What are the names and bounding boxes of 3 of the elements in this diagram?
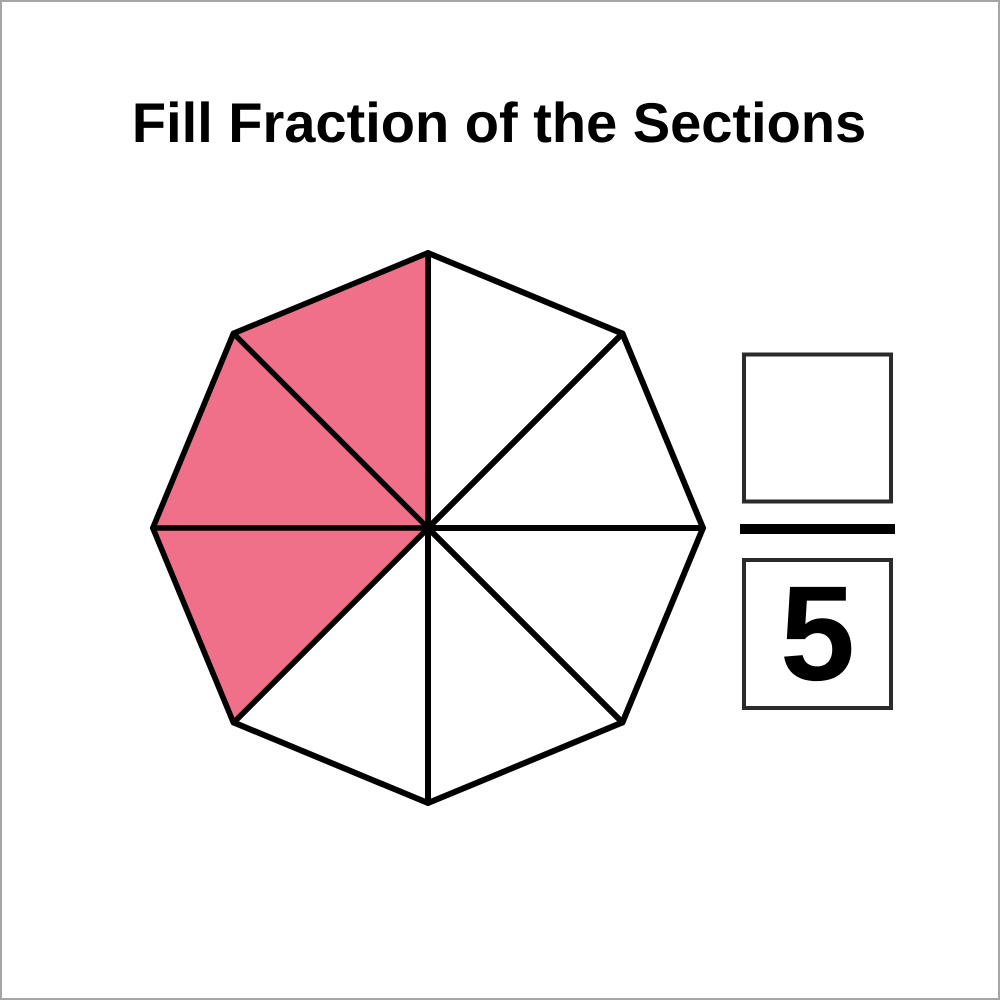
number-box: 5 — [742, 558, 893, 710]
title: Fill Fraction of the Sections — [136, 101, 864, 143]
answer-box — [742, 352, 893, 504]
